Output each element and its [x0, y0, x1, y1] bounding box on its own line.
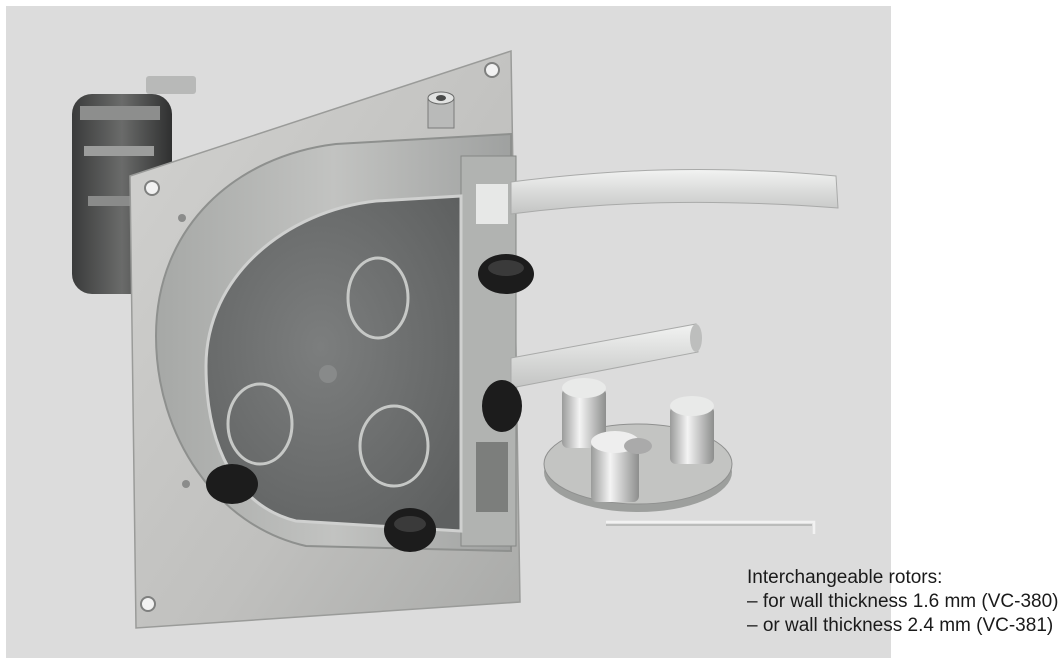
cover-knobs [206, 254, 534, 552]
product-photo: Interchangeable rotors: – for wall thick… [6, 6, 1059, 658]
transparent-cover [204, 194, 463, 533]
upper-tube [510, 168, 839, 215]
plate-screw-holes [140, 62, 500, 612]
caption-title: Interchangeable rotors: [747, 567, 943, 588]
page-frame: Interchangeable rotors: – for wall thick… [6, 6, 1059, 658]
peristaltic-pump-illustration [72, 49, 839, 629]
cover-rotor-rings [226, 256, 430, 488]
caption-line-1: – for wall thickness 1.6 mm (VC-380) [747, 591, 1059, 612]
interchangeable-rotor [543, 378, 733, 512]
lower-tube [510, 323, 699, 389]
caption-line-2: – or wall thickness 2.4 mm (VC-381) [747, 615, 1054, 636]
allen-key [606, 520, 816, 534]
rotor-caption: Interchangeable rotors: – for wall thick… [747, 566, 1059, 638]
top-bolt [427, 91, 455, 129]
